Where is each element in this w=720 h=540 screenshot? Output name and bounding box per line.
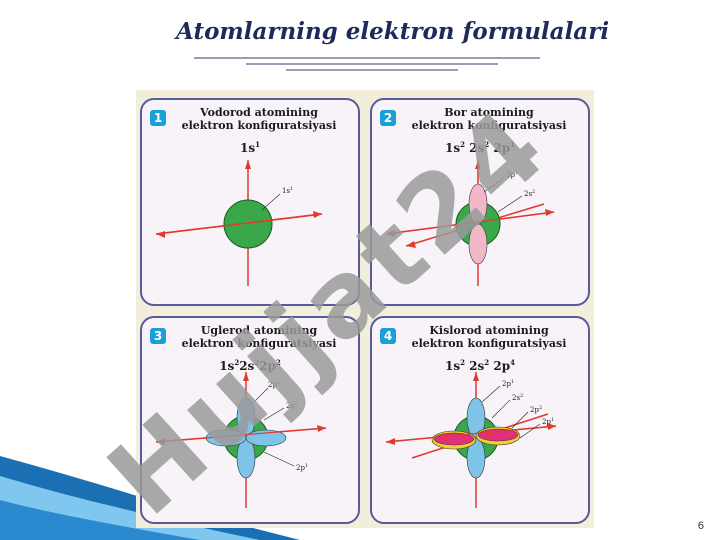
- formula-exponent: 1: [510, 140, 515, 149]
- electron-formula: 1s22s22p2: [142, 358, 358, 373]
- formula-exponent: 2: [484, 358, 490, 367]
- axis-arrow: [386, 230, 395, 237]
- formula-term: 2p: [489, 141, 511, 155]
- electron-formula: 1s1: [142, 140, 358, 155]
- panel-boron: 2 Bor atomining elektron konfiguratsiyas…: [370, 98, 590, 306]
- formula-term: 1s: [445, 359, 461, 373]
- panel-number-badge: 1: [150, 110, 166, 126]
- formula-term: 1s: [445, 141, 461, 155]
- panel-title-line1: Bor atomining: [444, 106, 534, 119]
- orbital-label: 2p2: [530, 405, 542, 414]
- formula-exponent: 4: [510, 358, 515, 367]
- label-leader: [519, 423, 541, 439]
- orbital-label: 2s2: [286, 401, 297, 410]
- label-leader: [497, 195, 523, 213]
- orbital-label: 2s2: [512, 393, 523, 402]
- orbital-diagram: 2p1 2s2 2p1: [155, 372, 327, 508]
- orbital-figure: 1 Vodorod atomining elektron konfigurats…: [136, 90, 594, 528]
- formula-term: 2s: [465, 359, 485, 373]
- panel-title: Kislorod atomining elektron konfiguratsi…: [396, 324, 582, 350]
- panel-title-line1: Vodorod atomining: [200, 106, 318, 119]
- label-leader: [483, 177, 505, 193]
- panel-title-line1: Kislorod atomining: [429, 324, 549, 337]
- label-leader: [491, 399, 511, 419]
- label-leader: [481, 385, 501, 403]
- orbital-label: 2p1: [296, 463, 308, 472]
- axis-arrow: [243, 372, 249, 381]
- panel-title: Bor atomining elektron konfiguratsiyasi: [396, 106, 582, 132]
- corner-wave-mid: [0, 500, 200, 540]
- formula-exponent: 2: [234, 358, 240, 367]
- panel-title-line2: elektron konfiguratsiyasi: [411, 337, 567, 350]
- orbital-label: 2p1: [502, 379, 514, 388]
- panel-hydrogen: 1 Vodorod atomining elektron konfigurats…: [140, 98, 360, 306]
- electron-formula: 1s2 2s2 2p1: [372, 140, 588, 155]
- p-orbital-lobe-left: [205, 429, 247, 447]
- axis-arrow: [386, 438, 395, 445]
- axis-arrow: [156, 231, 165, 238]
- axis-x-front: [155, 213, 323, 235]
- formula-term: 1s: [240, 141, 256, 155]
- axis-x-front: [155, 427, 327, 443]
- orbital-label: 2p1: [542, 417, 554, 426]
- formula-exponent: 2: [275, 358, 281, 367]
- orbital-label: 2s2: [524, 189, 535, 198]
- formula-exponent: 1: [255, 140, 260, 149]
- panel-title-line1: Uglerod atomining: [200, 324, 318, 337]
- s-orbital-sphere: [223, 199, 273, 249]
- label-leader: [263, 407, 285, 421]
- panel-carbon: 3 Uglerod atomining elektron konfigurats…: [140, 316, 360, 524]
- page-number: 6: [697, 520, 704, 532]
- axis-arrow: [545, 209, 554, 216]
- formula-term: 2p: [489, 359, 511, 373]
- axis-arrow: [475, 160, 481, 169]
- axis-arrow: [473, 372, 479, 381]
- formula-exponent: 2: [460, 358, 465, 367]
- axis-x-front: [385, 425, 557, 443]
- panel-number-badge: 3: [150, 328, 166, 344]
- formula-exponent: 2: [484, 140, 490, 149]
- label-leader: [263, 451, 295, 467]
- label-leader: [251, 387, 269, 405]
- label-leader: [261, 193, 281, 211]
- p-orbital-lobe-bottom: [468, 223, 488, 265]
- orbital-diagram: 2p1 2s2: [385, 160, 555, 286]
- panel-oxygen: 4 Kislorod atomining elektron konfigurat…: [370, 316, 590, 524]
- formula-term: 2s: [465, 141, 485, 155]
- formula-term: 1s: [219, 359, 235, 373]
- electron-formula: 1s2 2s2 2p4: [372, 358, 588, 373]
- axis-arrow: [245, 160, 251, 169]
- axis-arrow: [406, 241, 416, 248]
- orbital-diagram: 2p1 2s2 2p2 2p1: [385, 372, 557, 508]
- panel-title: Uglerod atomining elektron konfiguratsiy…: [166, 324, 352, 350]
- panel-title-line2: elektron konfiguratsiyasi: [411, 119, 567, 132]
- panel-number-badge: 4: [380, 328, 396, 344]
- axis-x-front: [385, 211, 555, 235]
- formula-exponent: 2: [254, 358, 260, 367]
- orbital-label: 1s1: [282, 186, 293, 195]
- p-orbital-lobe-right-magenta: [477, 428, 519, 442]
- axis-arrow: [156, 438, 165, 445]
- orbital-diagram: 1s1: [155, 160, 323, 286]
- axis-arrow: [317, 425, 326, 432]
- orbital-label: 2p1: [268, 380, 280, 389]
- orbital-label: 2p1: [506, 170, 518, 179]
- slide-title: Atomlarning elektron formulalari: [176, 18, 610, 45]
- axis-arrow: [313, 211, 322, 218]
- panel-title-line2: elektron konfiguratsiyasi: [181, 119, 337, 132]
- p-orbital-lobe-bottom: [466, 437, 486, 479]
- label-leader: [511, 411, 529, 429]
- axis-arrow: [547, 423, 556, 430]
- p-orbital-lobe-top: [468, 183, 488, 225]
- formula-exponent: 2: [460, 140, 465, 149]
- formula-term: 2s: [239, 359, 255, 373]
- formula-term: 2p: [259, 359, 276, 373]
- panel-number-badge: 2: [380, 110, 396, 126]
- panel-title: Vodorod atomining elektron konfiguratsiy…: [166, 106, 352, 132]
- panel-title-line2: elektron konfiguratsiyasi: [181, 337, 337, 350]
